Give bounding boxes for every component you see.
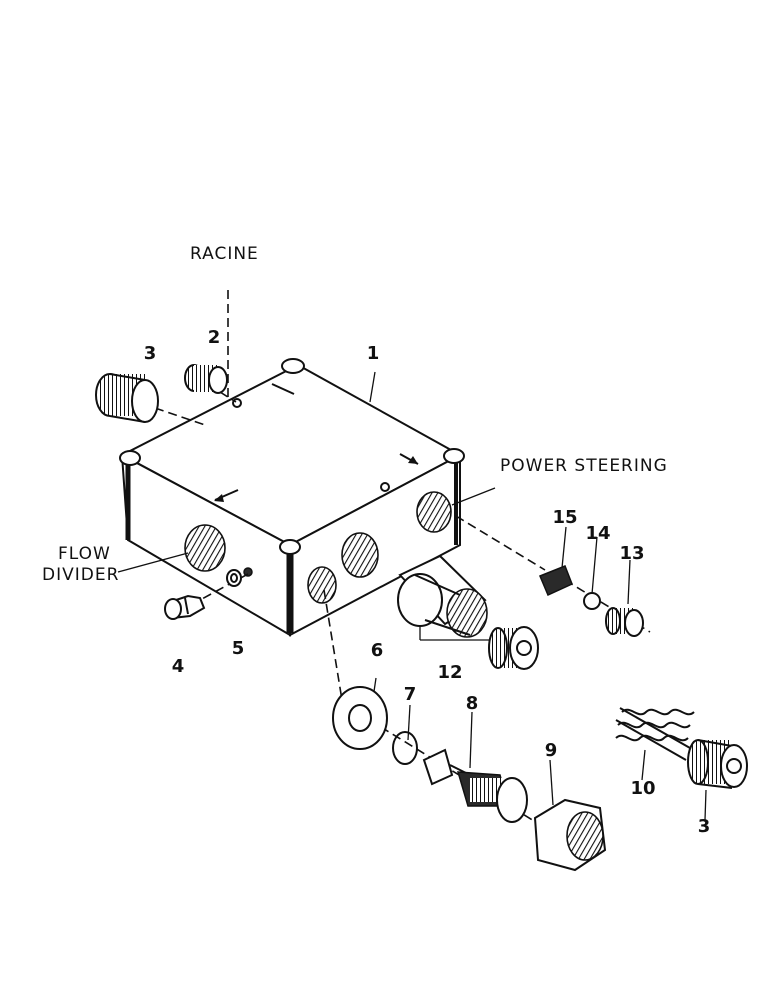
part-9-hex-nut [533,798,607,872]
valve-block [119,358,465,637]
racine-label: RACINE [190,244,259,264]
callout-2: 2 [207,327,221,348]
power-steering-label: POWER STEERING [500,456,668,476]
part-8-spool [422,748,528,823]
part-4-bolt [164,594,206,620]
callout-5: 5 [231,638,245,659]
part-12-sleeve [397,554,539,670]
callout-12: 12 [437,662,463,683]
callout-10: 10 [630,778,656,799]
part-2-plug [184,364,228,394]
callout-14: 14 [585,523,611,544]
callout-9: 9 [544,740,558,761]
part-10-spring [615,707,695,761]
part-6-washer [332,686,388,750]
callout-3-top: 3 [143,343,157,364]
flow-divider-label-line2: DIVIDER [42,565,120,585]
callout-4: 4 [171,656,185,677]
callout-8: 8 [465,693,479,714]
callout-6: 6 [370,640,384,661]
part-13-plug [605,607,644,637]
callout-3-bottom: 3 [697,816,711,837]
callout-1: 1 [366,343,380,364]
part-5-washer [226,569,242,587]
part-3-plug-left [95,373,159,423]
part-15-spring [539,565,573,597]
part-14-ball [583,592,601,610]
callout-7: 7 [403,684,417,705]
callout-15: 15 [552,507,578,528]
callout-13: 13 [619,543,645,564]
part-3-plug-right [687,739,748,789]
flow-divider-label-line1: FLOW [58,544,111,564]
part-7-o-ring [392,731,418,765]
